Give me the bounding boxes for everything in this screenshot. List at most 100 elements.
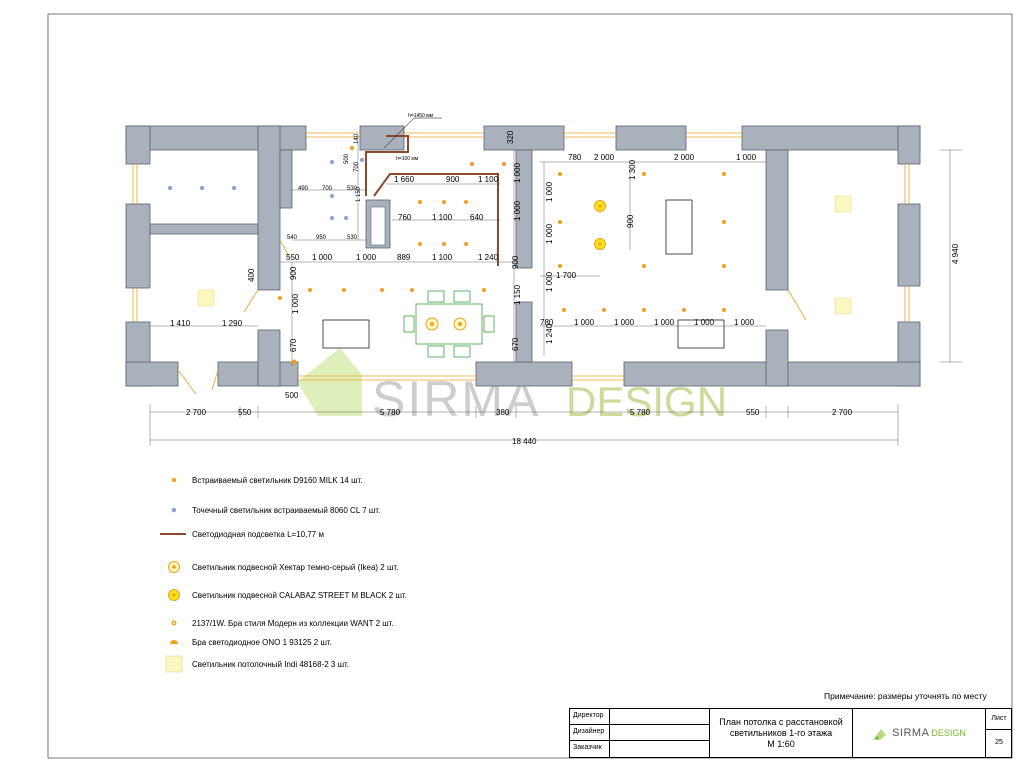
- watermark-mark: [297, 348, 362, 416]
- legend-text: Светильник подвесной CALABAZ STREET M BL…: [192, 590, 407, 600]
- legend-item: Светильник подвесной Хектар темно-серый …: [160, 559, 398, 575]
- tb-title-line: М 1:60: [767, 738, 795, 749]
- wall: [515, 301, 533, 363]
- legend-item: Бра светодиодное ONO 1 93125 2 шт.: [160, 634, 332, 650]
- sheet-frame: [47, 13, 1013, 759]
- dim-label: 380: [496, 408, 510, 417]
- wall: [125, 203, 151, 289]
- console: [677, 319, 725, 349]
- legend-text: 2137/1W. Бра стиля Модерн из коллекции W…: [192, 618, 394, 628]
- dim-label: 889: [397, 253, 411, 262]
- dim-label: 1 000: [694, 318, 715, 327]
- legend-text: Бра светодиодное ONO 1 93125 2 шт.: [192, 637, 332, 647]
- wall: [125, 361, 179, 387]
- tb-sheet-number: 25: [995, 739, 1003, 746]
- dim-label: 760: [398, 213, 412, 222]
- dim-label: 780: [540, 318, 554, 327]
- led-strip: [365, 135, 409, 196]
- tb-sheet: Лист 25: [985, 709, 1012, 757]
- legend-item: Светодиодная подсветка L=10,77 м: [160, 526, 324, 542]
- tb-role: Заказчик: [573, 744, 602, 751]
- wall: [125, 125, 151, 165]
- dim-label: 550: [238, 408, 252, 417]
- dim-label: 780: [568, 153, 582, 162]
- legend-item: Светильник потолочный Indi 48168-2 3 шт.: [160, 655, 350, 673]
- dim-label: 5 780: [630, 408, 651, 417]
- dining-table: [403, 290, 495, 358]
- legend-text: Светильник подвесной Хектар темно-серый …: [192, 562, 399, 572]
- dim-label: 530: [347, 186, 358, 192]
- wall: [257, 329, 281, 387]
- dim-label: 670: [511, 337, 520, 351]
- tb-title-line: светильников 1-го этажа: [729, 727, 833, 738]
- wall: [279, 149, 293, 209]
- legend-text: Светодиодная подсветка L=10,77 м: [192, 529, 324, 539]
- wall: [149, 223, 259, 235]
- tb-title: План потолка с расстановкой светильников…: [709, 709, 853, 757]
- dim-label: 2 700: [832, 408, 853, 417]
- dim-label: 400: [247, 268, 256, 282]
- kitchen-island: [322, 319, 370, 349]
- dim-label: 1 290: [222, 319, 243, 328]
- spot-light-icon: [171, 507, 177, 513]
- windows: [132, 132, 910, 381]
- doors: [177, 239, 807, 395]
- dim-label: 500: [344, 153, 350, 164]
- dim-label: 1 240: [478, 253, 499, 262]
- legend-item: Встраиваемый светильник D9160 MILK 14 шт…: [160, 472, 363, 488]
- dim-label: 1 150: [356, 186, 362, 202]
- dim-label: 550: [746, 408, 760, 417]
- wall: [765, 329, 789, 387]
- ceiling-panels: [197, 195, 852, 315]
- recessed-lights: [308, 146, 726, 312]
- pendant-lights: [425, 200, 606, 331]
- tb-row-client: Заказчик: [570, 741, 709, 757]
- dim-label: 1 000: [545, 223, 554, 244]
- dim-label: 1 150: [513, 284, 522, 305]
- logo-text-design: DESIGN: [931, 728, 966, 738]
- dim-label: 1 660: [394, 175, 415, 184]
- dim-label: 1 000: [513, 200, 522, 221]
- ceiling-panel-icon: [165, 655, 183, 673]
- legend-item: Светильник подвесной CALABAZ STREET M BL…: [160, 587, 407, 603]
- led-sconce-icon: [170, 640, 178, 644]
- wall: [765, 149, 789, 291]
- bottom-dimensions: 2 700 550 5 780 380 5 780 550 2 700 18 4…: [186, 243, 960, 446]
- wall: [359, 125, 405, 151]
- led-strip-icon: [160, 533, 186, 535]
- dim-label: 490: [298, 186, 309, 192]
- dim-label: 1 000: [614, 318, 635, 327]
- dim-label: 1 000: [736, 153, 757, 162]
- dim-label: 550: [286, 253, 300, 262]
- dim-label: 540: [287, 235, 298, 241]
- dim-label: 1 000: [312, 253, 333, 262]
- dim-label: 1 000: [545, 271, 554, 292]
- legend-text: Встраиваемый светильник D9160 MILK 14 шт…: [192, 475, 363, 485]
- dim-label: 900: [446, 175, 460, 184]
- dim-label: 900: [511, 255, 520, 269]
- dim-label: 1 000: [545, 181, 554, 202]
- spot-lights: [168, 158, 364, 220]
- recessed-light-icon: [171, 477, 177, 483]
- dim-label: 1 000: [291, 293, 300, 314]
- dim-label: 1 100: [478, 175, 499, 184]
- wall: [615, 125, 687, 151]
- legend-item: Точечный светильник встраиваемый 8060 CL…: [160, 502, 380, 518]
- pendant-grey-icon: [168, 561, 180, 573]
- dim-label: 1 700: [556, 271, 577, 280]
- dim-label: 1 410: [170, 319, 191, 328]
- dim-label: 700: [354, 161, 360, 172]
- title-block: Директор Дизайнер Заказчик План потолка …: [569, 708, 1012, 758]
- dim-label: 320: [506, 130, 515, 144]
- legend-text: Светильник потолочный Indi 48168-2 3 шт.: [192, 659, 350, 669]
- wall: [475, 361, 573, 387]
- sofa-table: [665, 199, 693, 255]
- logo-mark-icon: [873, 729, 887, 740]
- dim-label: 900: [289, 266, 298, 280]
- sconces: [278, 296, 297, 365]
- dim-label: 140: [354, 133, 360, 144]
- tb-role: Директор: [573, 712, 604, 719]
- dim-label: 1 000: [356, 253, 377, 262]
- dim-label: 1 000: [654, 318, 675, 327]
- plan-small-dimensions: 490 700 530 540 950 530 140 500 700 1 15…: [287, 133, 362, 241]
